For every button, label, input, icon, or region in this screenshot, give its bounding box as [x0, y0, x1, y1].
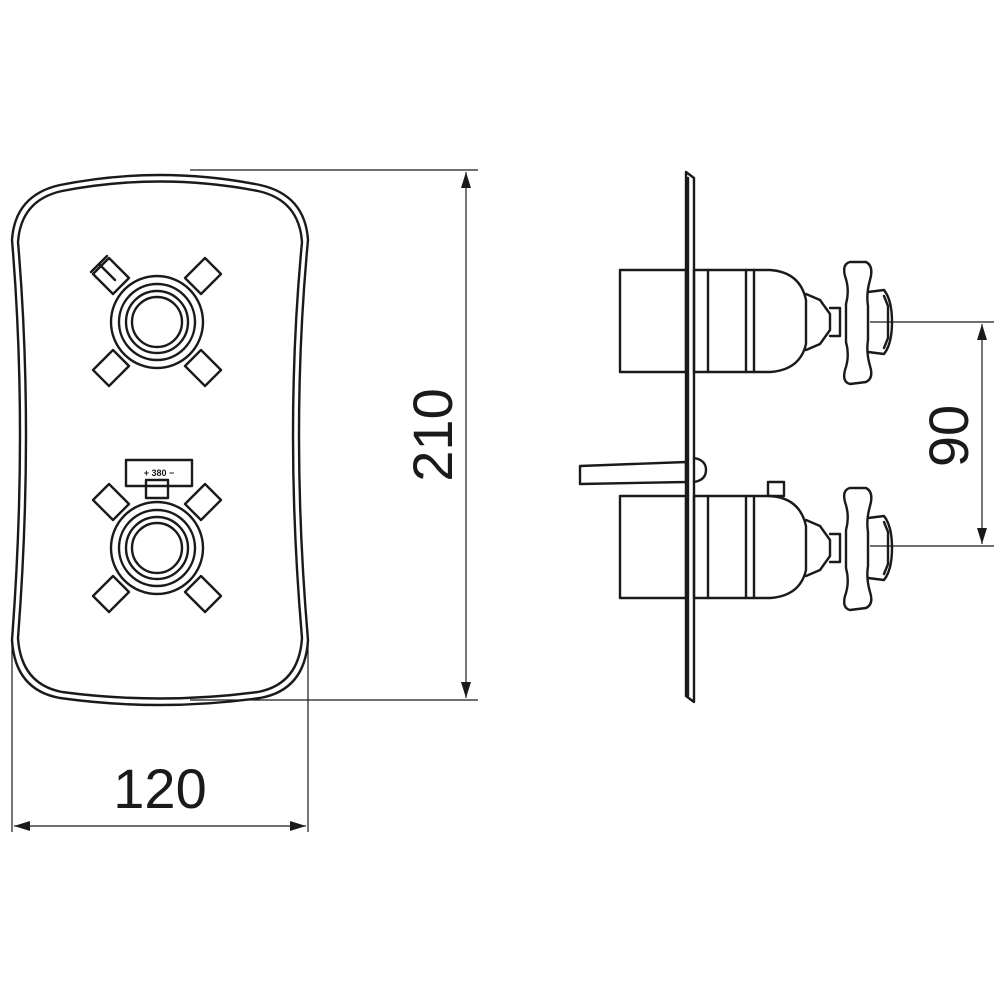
lower-side-handle — [842, 486, 894, 612]
lower-cartridge — [692, 480, 842, 600]
lower-cross-handle — [91, 482, 223, 614]
side-view — [578, 170, 894, 704]
cover-plate-inner-outline — [16, 180, 304, 700]
lower-body-block — [618, 494, 688, 600]
spacing-dimension-label: 90 — [917, 405, 980, 467]
diverter-rod — [578, 456, 708, 486]
spacing-dimension: 90 — [870, 321, 994, 547]
upper-cartridge — [692, 268, 842, 374]
upper-side-handle — [842, 260, 894, 386]
width-dimension: 120 — [11, 640, 309, 832]
temperature-scale-badge: + 380 − — [124, 458, 194, 500]
height-dimension-label: 210 — [401, 388, 464, 481]
cover-plate-outline — [10, 173, 310, 707]
height-dimension: 210 — [190, 169, 478, 701]
upper-body-block — [618, 268, 688, 374]
upper-cross-handle — [89, 254, 223, 388]
width-dimension-label: 120 — [113, 757, 206, 820]
front-view: + 380 − — [10, 173, 310, 707]
temperature-scale-label: + 380 − — [144, 468, 175, 478]
